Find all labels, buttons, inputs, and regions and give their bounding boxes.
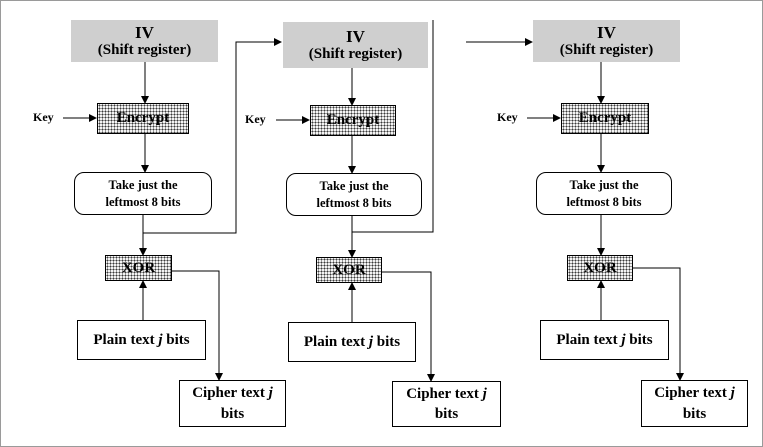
cipher-var: j	[730, 385, 735, 402]
cipher-text-box-2: Cipher text j bits	[392, 381, 501, 427]
arrow-xor-to-cipher-1	[172, 270, 223, 381]
cipher-line2: bits	[682, 405, 707, 422]
take-line2: leftmost 8 bits	[316, 195, 392, 210]
take-line2: leftmost 8 bits	[566, 194, 642, 209]
plain-prefix: Plain text	[93, 331, 159, 348]
take-leftmost-bits-box-2: Take just the leftmost 8 bits	[286, 173, 422, 216]
iv-title: IV	[597, 22, 616, 42]
iv-shift-register-1: IV (Shift register)	[71, 20, 218, 62]
iv-title: IV	[135, 22, 154, 42]
cipher-text-box-1: Cipher text j bits	[179, 380, 286, 427]
plain-suffix: bits	[373, 333, 401, 350]
key-label: Key	[33, 110, 54, 124]
xor-box-2: XOR	[316, 257, 382, 283]
iv-subtitle: (Shift register)	[559, 42, 654, 59]
iv-subtitle: (Shift register)	[97, 42, 192, 59]
plain-suffix: bits	[625, 331, 653, 348]
plain-text-box-3: Plain text j bits	[540, 320, 669, 360]
iv-title: IV	[346, 26, 365, 46]
key-label: Key	[497, 110, 518, 124]
plain-text-box-1: Plain text j bits	[77, 320, 206, 360]
cipher-text-box-3: Cipher text j bits	[641, 380, 748, 427]
xor-box-3: XOR	[567, 255, 633, 281]
encrypt-box-1: Encrypt	[97, 103, 189, 134]
cipher-line2: bits	[220, 405, 245, 422]
plain-var: j	[158, 331, 163, 348]
plain-var: j	[368, 333, 374, 350]
take-leftmost-bits-box-3: Take just the leftmost 8 bits	[536, 172, 672, 215]
take-leftmost-bits-box-1: Take just the leftmost 8 bits	[74, 172, 212, 215]
arrow-xor-to-cipher-2	[382, 271, 435, 382]
key-label: Key	[245, 112, 266, 126]
feedback-line-2	[352, 20, 434, 233]
take-line2: leftmost 8 bits	[105, 194, 181, 209]
cipher-var: j	[482, 385, 487, 402]
plain-prefix: Plain text	[303, 333, 369, 350]
encrypt-box-2: Encrypt	[310, 105, 396, 136]
arrow-xor-to-cipher-3	[631, 267, 684, 381]
iv-shift-register-3: IV (Shift register)	[533, 20, 680, 62]
take-line1: Take just the	[569, 177, 639, 192]
iv-shift-register-2: IV (Shift register)	[283, 22, 428, 68]
plain-var: j	[621, 331, 626, 348]
cipher-var: j	[268, 385, 273, 402]
plain-prefix: Plain text	[556, 331, 622, 348]
plain-suffix: bits	[162, 331, 190, 348]
cipher-line2: bits	[434, 406, 459, 422]
encrypt-box-3: Encrypt	[561, 103, 649, 134]
take-line1: Take just the	[319, 178, 389, 193]
cipher-prefix: Cipher text	[406, 385, 483, 402]
cipher-prefix: Cipher text	[192, 385, 269, 402]
take-line1: Take just the	[108, 177, 178, 192]
plain-text-box-2: Plain text j bits	[288, 322, 416, 362]
iv-subtitle: (Shift register)	[308, 46, 403, 63]
cipher-prefix: Cipher text	[654, 385, 731, 402]
xor-box-1: XOR	[105, 255, 172, 281]
feedback-line-1	[143, 38, 282, 234]
